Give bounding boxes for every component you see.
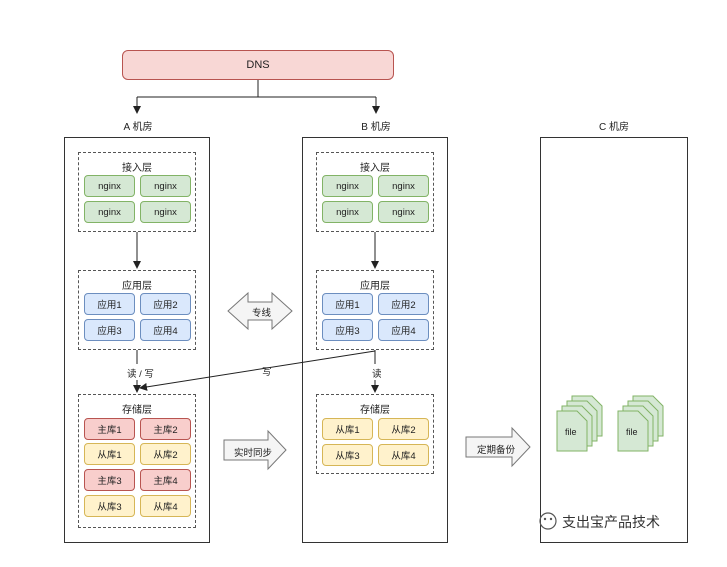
realtime-sync-label: 实时同步 bbox=[234, 448, 273, 459]
realtime-sync-arrow bbox=[223, 429, 287, 471]
db-slave: 从库3 bbox=[84, 495, 135, 517]
app-node: 应用2 bbox=[140, 293, 191, 315]
room-b-label: B 机房 bbox=[361, 122, 391, 133]
app-node: 应用1 bbox=[84, 293, 135, 315]
app-layer-title: 应用层 bbox=[122, 281, 152, 292]
app-node: 应用3 bbox=[322, 319, 373, 341]
a-read-write-label: 读 / 写 bbox=[125, 366, 156, 380]
app-node: 应用3 bbox=[84, 319, 135, 341]
leased-line-arrow bbox=[227, 291, 293, 331]
dns-label: DNS bbox=[246, 59, 270, 71]
access-layer-title: 接入层 bbox=[122, 163, 152, 174]
room-b-access-layer: 接入层 nginx nginx nginx nginx bbox=[316, 152, 434, 232]
nginx-node: nginx bbox=[84, 175, 135, 197]
nginx-node: nginx bbox=[322, 201, 373, 223]
nginx-node: nginx bbox=[84, 201, 135, 223]
file-label: file bbox=[626, 427, 638, 437]
db-master: 主库1 bbox=[84, 418, 135, 440]
room-b-app-layer: 应用层 应用1 应用2 应用3 应用4 bbox=[316, 270, 434, 350]
db-slave: 从库1 bbox=[322, 418, 373, 440]
db-slave: 从库2 bbox=[378, 418, 429, 440]
wechat-logo-icon bbox=[539, 512, 557, 530]
cross-room-write-arrow bbox=[139, 350, 376, 391]
access-layer-title: 接入层 bbox=[360, 163, 390, 174]
room-a-app-layer: 应用层 应用1 应用2 应用3 应用4 bbox=[78, 270, 196, 350]
db-slave: 从库1 bbox=[84, 443, 135, 465]
room-c-label: C 机房 bbox=[599, 122, 629, 133]
file-label: file bbox=[565, 427, 577, 437]
storage-layer-title: 存储层 bbox=[122, 405, 152, 416]
room-b-storage-layer: 存储层 从库1 从库2 从库3 从库4 bbox=[316, 394, 434, 474]
nginx-node: nginx bbox=[322, 175, 373, 197]
periodic-backup-arrow bbox=[465, 426, 531, 468]
app-node: 应用4 bbox=[140, 319, 191, 341]
db-master: 主库2 bbox=[140, 418, 191, 440]
nginx-node: nginx bbox=[378, 175, 429, 197]
nginx-node: nginx bbox=[140, 175, 191, 197]
watermark-text: 支出宝产品技术 bbox=[562, 514, 660, 530]
app-node: 应用1 bbox=[322, 293, 373, 315]
room-c bbox=[540, 137, 688, 543]
file-stack-icon bbox=[617, 395, 664, 452]
cross-write-label: 写 bbox=[262, 367, 272, 378]
room-a-storage-layer: 存储层 主库1 主库2 从库1 从库2 主库3 主库4 从库3 从库4 bbox=[78, 394, 196, 528]
leased-line-label: 专线 bbox=[252, 308, 272, 319]
app-node: 应用4 bbox=[378, 319, 429, 341]
dns-box: DNS bbox=[122, 50, 394, 80]
storage-layer-title: 存储层 bbox=[360, 405, 390, 416]
b-read-label: 读 bbox=[370, 366, 384, 380]
db-slave: 从库4 bbox=[378, 444, 429, 466]
file-stack-icon bbox=[556, 395, 603, 452]
db-master: 主库4 bbox=[140, 469, 191, 491]
nginx-node: nginx bbox=[140, 201, 191, 223]
room-a-access-layer: 接入层 nginx nginx nginx nginx bbox=[78, 152, 196, 232]
nginx-node: nginx bbox=[378, 201, 429, 223]
db-master: 主库3 bbox=[84, 469, 135, 491]
db-slave: 从库3 bbox=[322, 444, 373, 466]
app-layer-title: 应用层 bbox=[360, 281, 390, 292]
app-node: 应用2 bbox=[378, 293, 429, 315]
dns-connector bbox=[133, 80, 380, 114]
db-slave: 从库4 bbox=[140, 495, 191, 517]
room-a-label: A 机房 bbox=[123, 122, 153, 133]
db-slave: 从库2 bbox=[140, 443, 191, 465]
periodic-backup-label: 定期备份 bbox=[477, 445, 516, 456]
